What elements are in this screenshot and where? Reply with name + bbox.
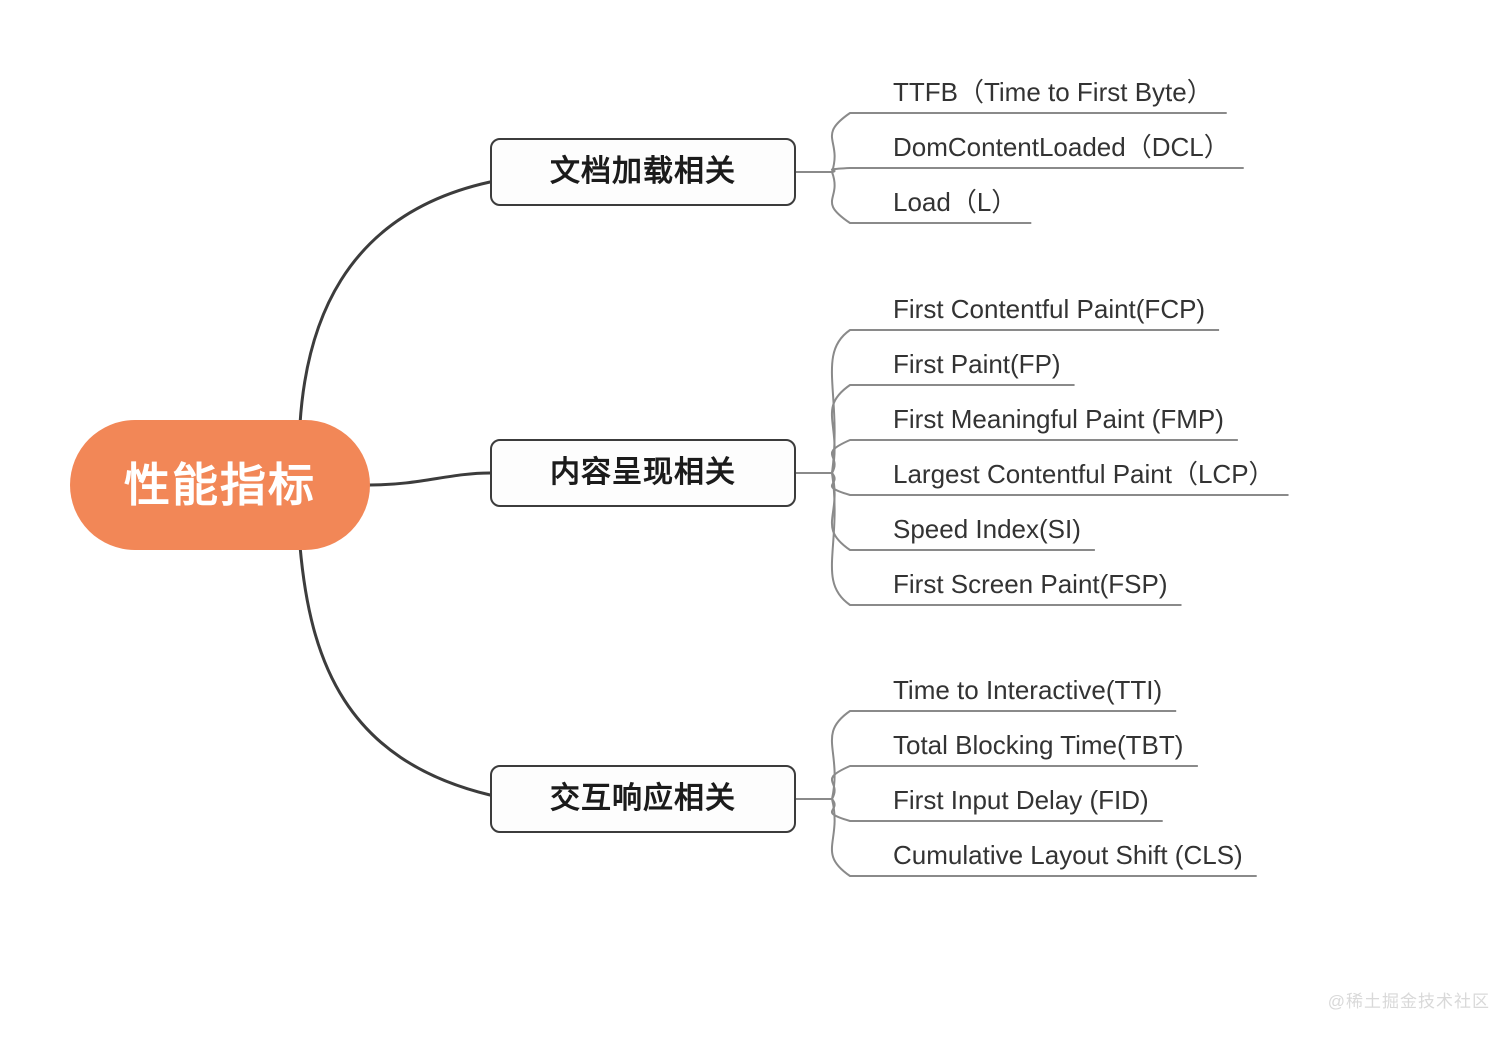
leaf-item-label: First Input Delay (FID) (893, 785, 1149, 815)
leaf-item[interactable]: TTFB（Time to First Byte） (850, 65, 1213, 119)
branch-node-content-rendering[interactable]: 内容呈现相关 (490, 439, 796, 507)
leaf-item-label: First Contentful Paint(FCP) (893, 294, 1206, 324)
branch-node-label: 文档加载相关 (550, 155, 736, 188)
leaf-item-label: DomContentLoaded（DCL） (893, 132, 1230, 162)
leaf-item[interactable]: First Input Delay (FID) (850, 773, 1149, 827)
branch-stubs (795, 171, 833, 800)
leaf-item[interactable]: First Screen Paint(FSP) (850, 557, 1168, 611)
leaf-item[interactable]: Total Blocking Time(TBT) (850, 718, 1183, 772)
leaf-item-label: First Screen Paint(FSP) (893, 569, 1168, 599)
leaf-item-label: Cumulative Layout Shift (CLS) (893, 840, 1243, 870)
leaf-item[interactable]: First Meaningful Paint (FMP) (850, 392, 1224, 446)
leaf-item-label: Speed Index(SI) (893, 514, 1081, 544)
leaf-item-label: Load（L） (893, 187, 1018, 217)
leaf-item[interactable]: First Contentful Paint(FCP) (850, 282, 1205, 336)
root-node[interactable]: 性能指标 (70, 420, 370, 550)
leaf-item[interactable]: Largest Contentful Paint（LCP） (850, 447, 1275, 501)
leaf-item[interactable]: Speed Index(SI) (850, 502, 1081, 556)
leaf-item[interactable]: Cumulative Layout Shift (CLS) (850, 828, 1243, 882)
leaf-item[interactable]: DomContentLoaded（DCL） (850, 120, 1230, 174)
leaf-item[interactable]: Load（L） (850, 175, 1017, 229)
root-node-label: 性能指标 (124, 459, 316, 511)
branch-to-leaf-connectors (830, 112, 851, 877)
leaf-item-label: TTFB（Time to First Byte） (893, 77, 1213, 107)
leaf-item-label: Largest Contentful Paint（LCP） (893, 459, 1275, 489)
leaf-item[interactable]: Time to Interactive(TTI) (850, 663, 1162, 717)
leaf-item-label: First Paint(FP) (893, 349, 1061, 379)
leaf-item-label: Time to Interactive(TTI) (893, 675, 1163, 705)
branch-node-interaction-response[interactable]: 交互响应相关 (490, 765, 796, 833)
branch-node-document-loading[interactable]: 文档加载相关 (490, 138, 796, 206)
leaf-item[interactable]: First Paint(FP) (850, 337, 1061, 391)
leaf-item-label: Total Blocking Time(TBT) (893, 730, 1184, 760)
branch-node-label: 内容呈现相关 (550, 456, 736, 489)
watermark: @稀土掘金技术社区 (1327, 992, 1490, 1011)
leaf-item-label: First Meaningful Paint (FMP) (893, 404, 1224, 434)
branch-node-label: 交互响应相关 (550, 782, 736, 815)
